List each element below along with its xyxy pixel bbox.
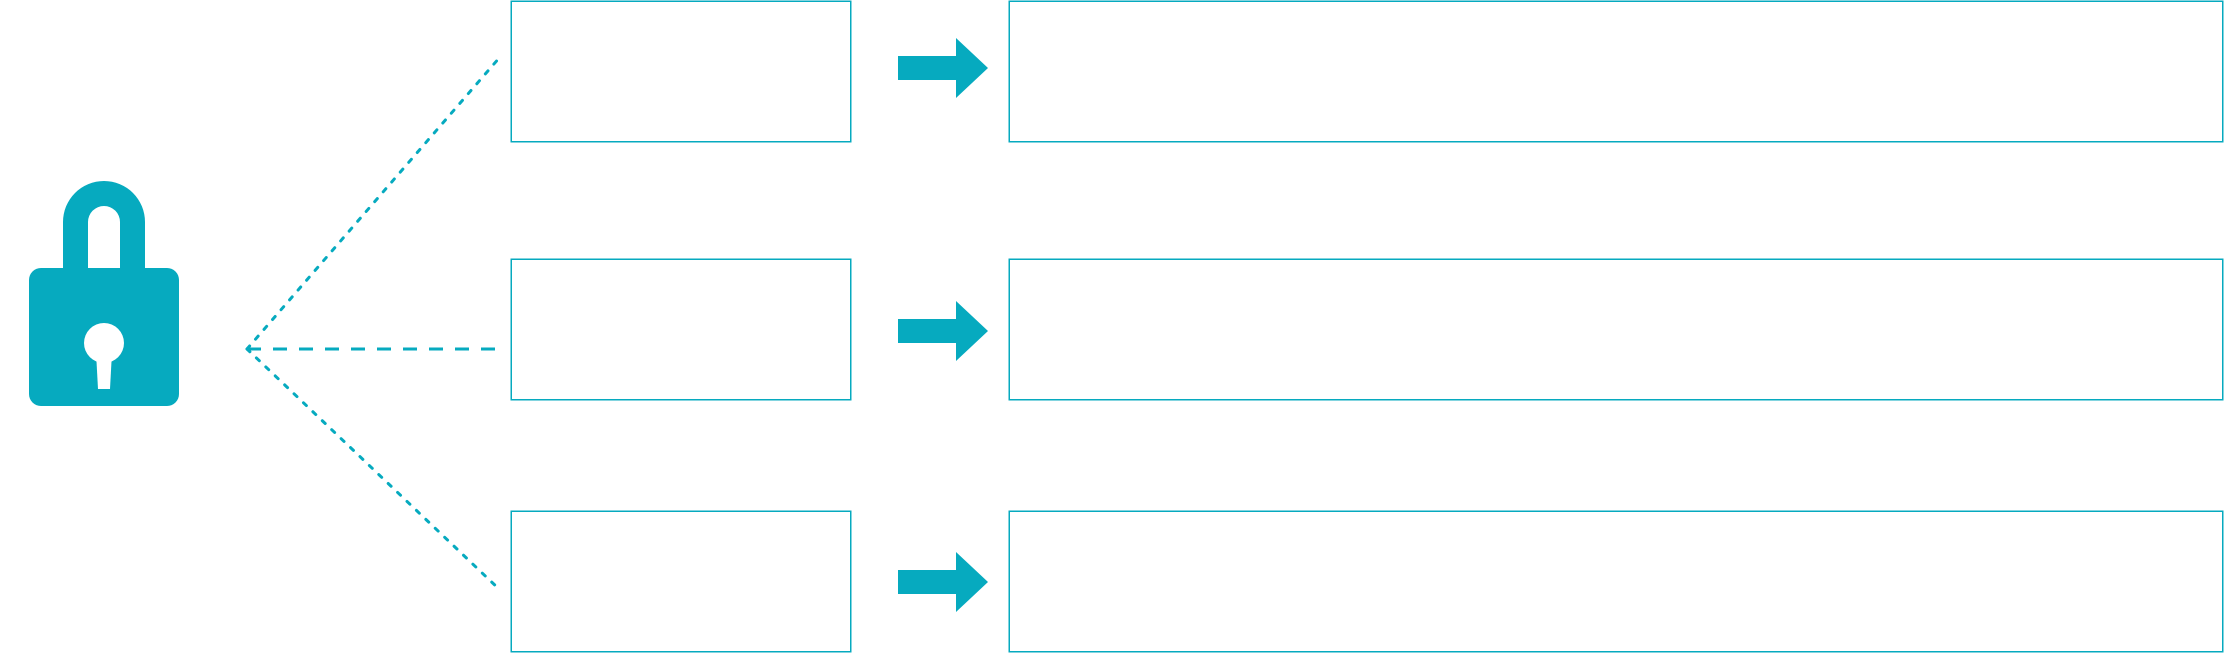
connector-line-3 <box>245 347 502 592</box>
arrow-right-icon-3 <box>898 552 988 612</box>
arrow-right-icon-1 <box>898 38 988 98</box>
lock-icon <box>29 181 179 406</box>
stage-box-3[interactable] <box>512 512 850 651</box>
arrow-right-icon-2 <box>898 301 988 361</box>
outcome-box-1[interactable] <box>1010 2 2222 141</box>
connector-line-1 <box>245 55 502 351</box>
stage-box-2[interactable] <box>512 260 850 399</box>
connector-lines <box>245 55 502 592</box>
arrows-group <box>898 38 988 612</box>
outcome-box-3[interactable] <box>1010 512 2222 651</box>
stage-box-1[interactable] <box>512 2 850 141</box>
outcome-box-2[interactable] <box>1010 260 2222 399</box>
